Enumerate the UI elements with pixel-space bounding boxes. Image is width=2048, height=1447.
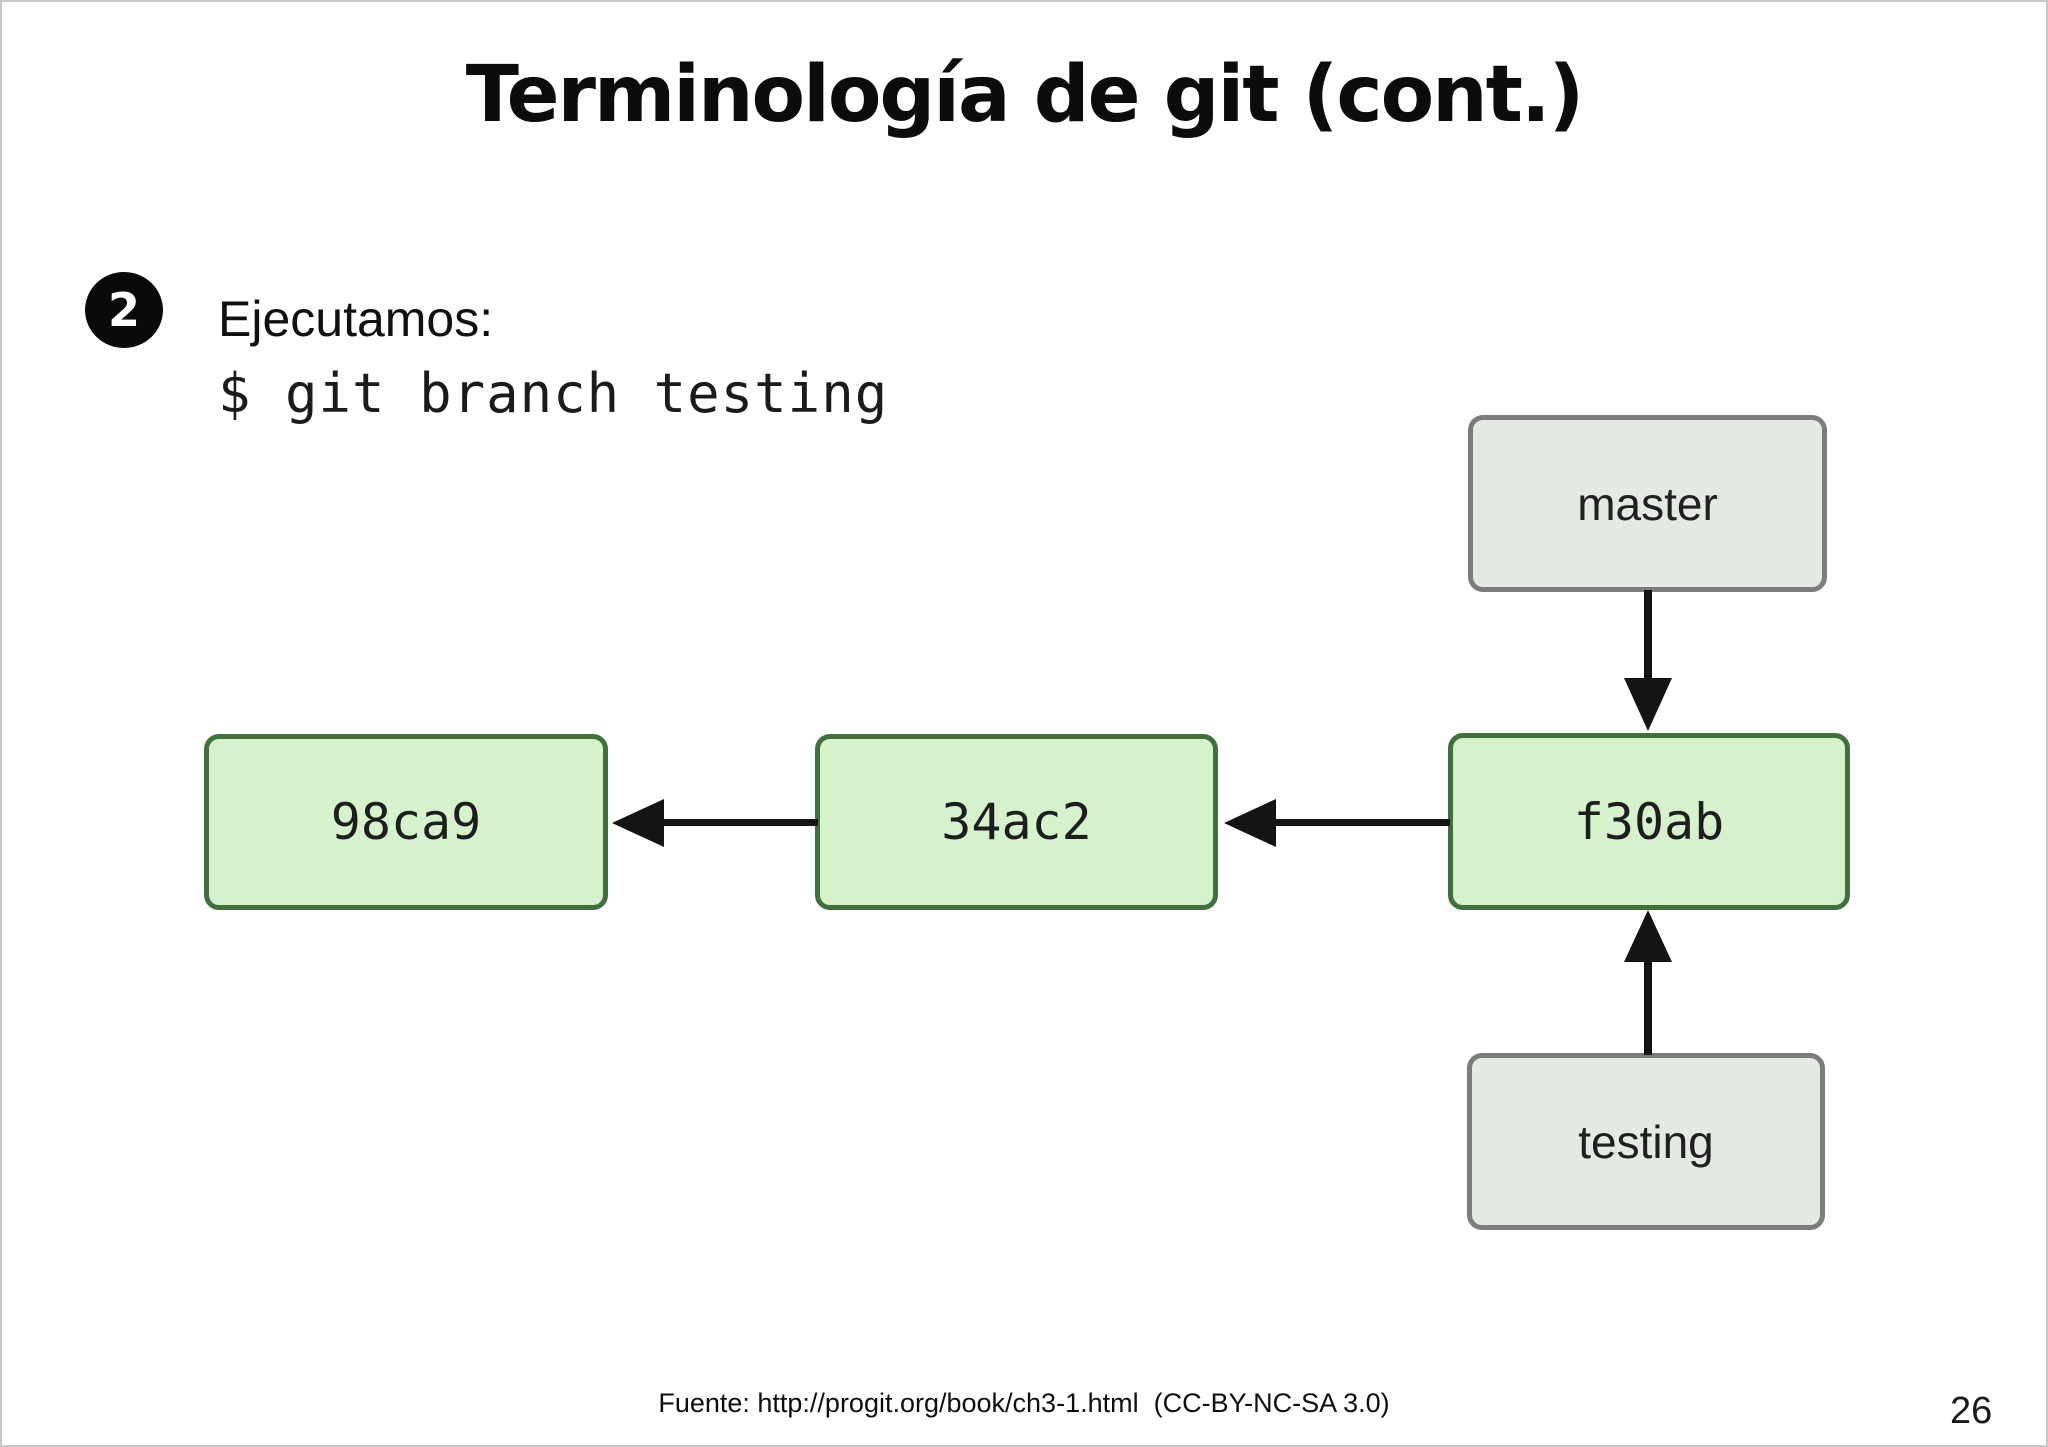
arrow-34ac2-to-98ca9-line [660, 819, 818, 826]
arrow-master-to-f30ab-head [1624, 678, 1672, 731]
bullet-number-badge: 2 [85, 272, 163, 348]
git-command-text: $ git branch testing [218, 362, 889, 425]
commit-node-f30ab: f30ab [1448, 733, 1850, 910]
arrow-34ac2-to-98ca9-head [612, 799, 664, 847]
bullet-text: Ejecutamos: [218, 291, 494, 347]
commit-node-98ca9: 98ca9 [204, 734, 608, 910]
slide-title: Terminología de git (cont.) [465, 50, 1585, 140]
branch-node-testing: testing [1467, 1053, 1825, 1230]
commit-label: 98ca9 [330, 793, 482, 851]
arrow-f30ab-to-34ac2-line [1272, 819, 1450, 826]
page-number: 26 [1950, 1390, 1993, 1432]
branch-label: testing [1578, 1115, 1714, 1168]
commit-label: f30ab [1573, 792, 1725, 851]
source-attribution: Fuente: http://progit.org/book/ch3-1.htm… [658, 1388, 1390, 1418]
arrow-f30ab-to-34ac2-head [1224, 799, 1276, 847]
branch-label: master [1577, 477, 1718, 530]
branch-node-master: master [1468, 415, 1827, 592]
arrow-testing-to-f30ab-line [1644, 962, 1652, 1055]
bullet-number: 2 [107, 283, 140, 337]
commit-node-34ac2: 34ac2 [815, 734, 1218, 910]
arrow-master-to-f30ab-line [1644, 590, 1652, 680]
commit-label: 34ac2 [941, 793, 1092, 851]
arrow-testing-to-f30ab-head [1624, 910, 1672, 962]
